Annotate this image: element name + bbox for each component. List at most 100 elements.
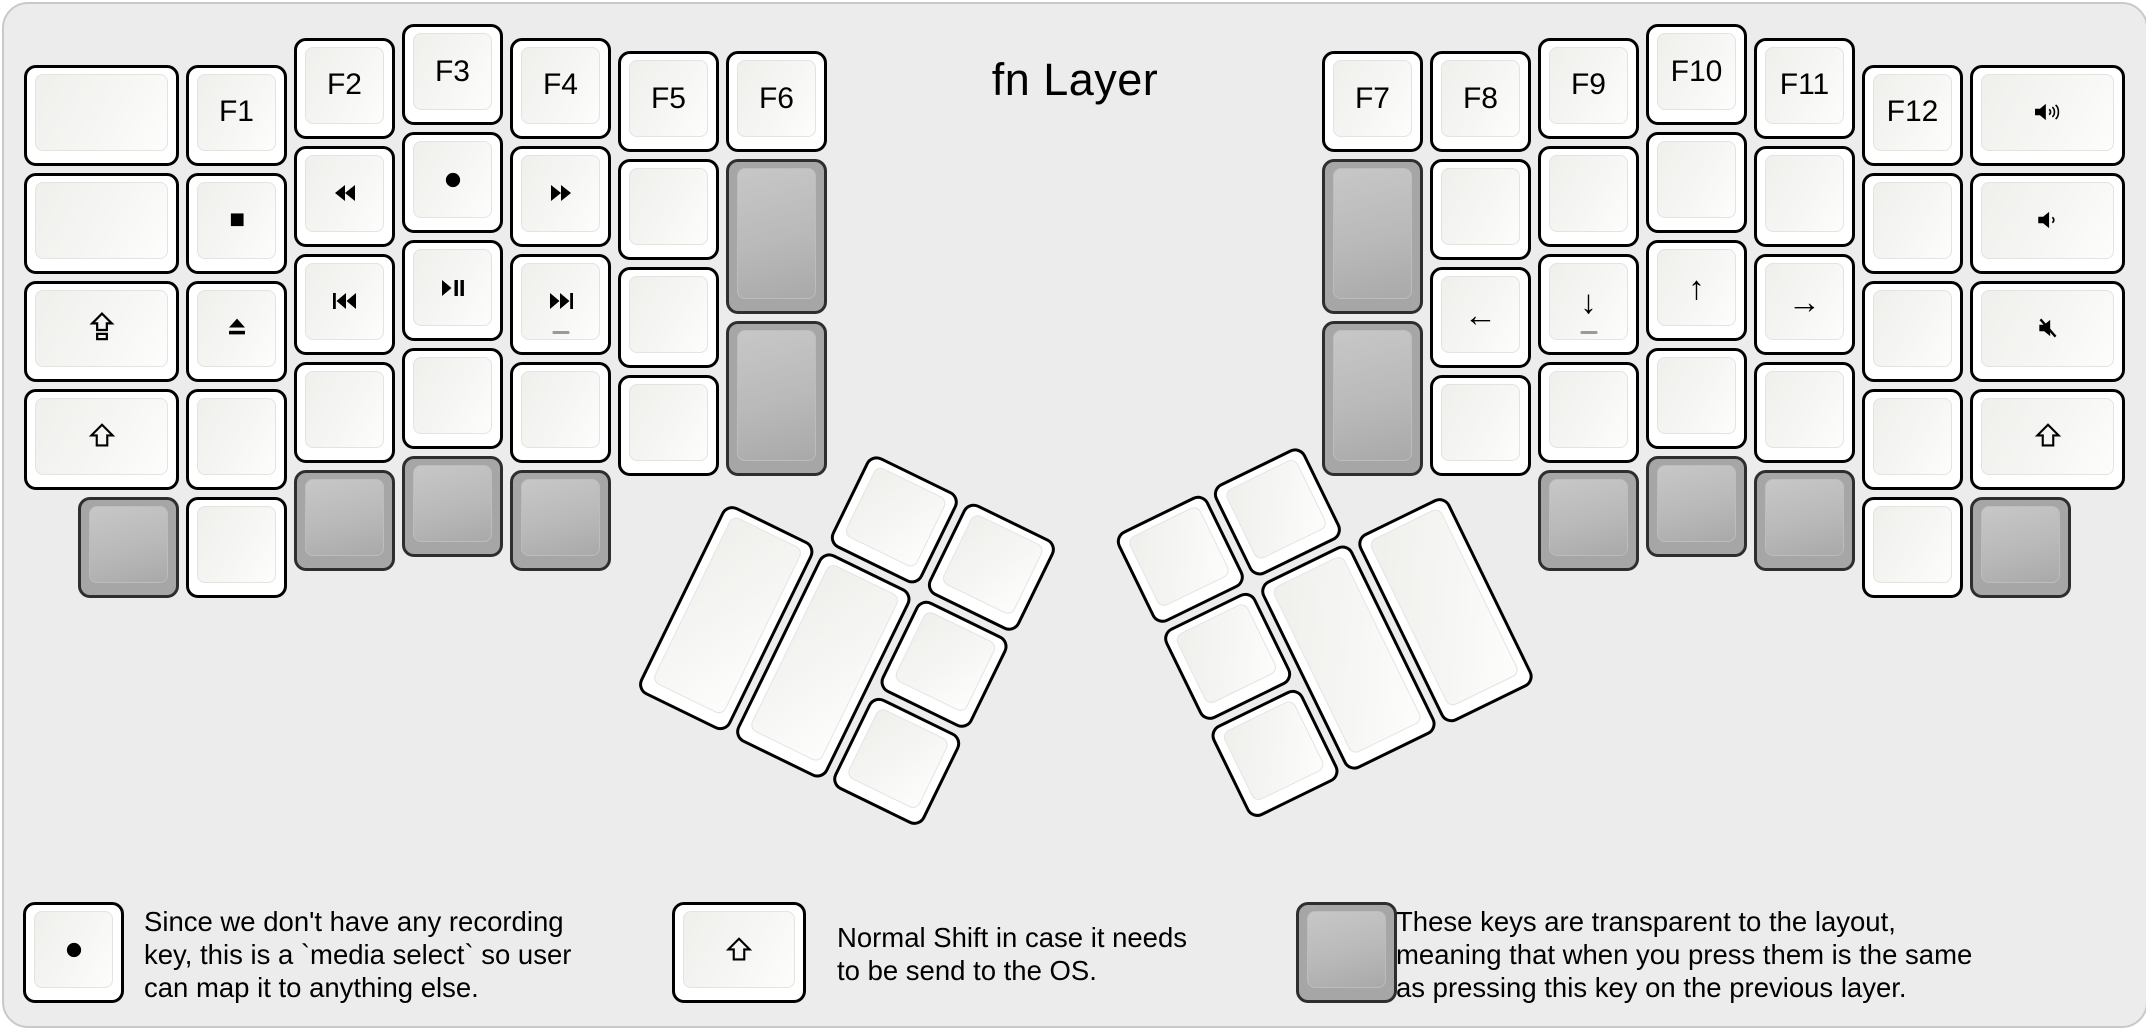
- keycap-surface: [35, 73, 168, 151]
- key-blank[interactable]: [1754, 361, 1855, 463]
- key-fast-forward[interactable]: [510, 145, 611, 247]
- key-f2[interactable]: F2: [294, 37, 395, 139]
- key-f12[interactable]: F12: [1862, 64, 1963, 166]
- key-transparent[interactable]: [1970, 496, 2071, 598]
- keycap-surface: F12: [1873, 73, 1952, 151]
- key-blank[interactable]: [294, 361, 395, 463]
- key-transparent[interactable]: [402, 456, 503, 557]
- keycap-surface: [521, 262, 600, 340]
- key-transparent[interactable]: [510, 469, 611, 571]
- legend-key-record[interactable]: [23, 902, 124, 1003]
- key-f10[interactable]: F10: [1646, 24, 1747, 125]
- key-blank[interactable]: [510, 361, 611, 463]
- key-f8[interactable]: F8: [1430, 51, 1531, 152]
- key-blank[interactable]: [1430, 375, 1531, 476]
- legend-item-record-text: Since we don't have any recording key, t…: [144, 905, 572, 1003]
- keycap-surface: F4: [521, 46, 600, 124]
- keycap-surface: [843, 465, 949, 570]
- key-blank[interactable]: [1538, 361, 1639, 463]
- key-label: F2: [326, 68, 362, 101]
- key-transparent[interactable]: [1322, 321, 1423, 476]
- key-transparent[interactable]: [1322, 159, 1423, 314]
- key-prev-track[interactable]: [294, 253, 395, 355]
- rewind-icon: [329, 181, 361, 205]
- key-blank[interactable]: [1862, 496, 1963, 598]
- key-f6[interactable]: F6: [726, 51, 827, 152]
- key-transparent[interactable]: [1646, 456, 1747, 557]
- key-blank[interactable]: [186, 388, 287, 490]
- key-label: F5: [650, 81, 686, 115]
- key-blank[interactable]: [1862, 280, 1963, 382]
- key-blank[interactable]: [1646, 132, 1747, 233]
- key-arrow-down[interactable]: ↓: [1538, 253, 1639, 355]
- key-blank[interactable]: [618, 267, 719, 368]
- keycap-surface: F2: [305, 46, 384, 124]
- key-blank[interactable]: [618, 375, 719, 476]
- key-blank[interactable]: [24, 172, 179, 274]
- prev-track-icon: [329, 289, 361, 313]
- record-icon: [438, 168, 468, 192]
- key-blank[interactable]: [1538, 145, 1639, 247]
- key-blank[interactable]: [186, 496, 287, 598]
- key-blank[interactable]: [402, 348, 503, 449]
- key-blank[interactable]: [1862, 172, 1963, 274]
- key-blank[interactable]: [1754, 145, 1855, 247]
- key-f5[interactable]: F5: [618, 51, 719, 152]
- key-blank[interactable]: [1862, 388, 1963, 490]
- keycap-surface: [35, 181, 168, 259]
- key-blank[interactable]: [24, 64, 179, 166]
- keycap-surface: [521, 478, 600, 556]
- arrow-right-icon: →: [1788, 282, 1821, 320]
- key-record[interactable]: [402, 132, 503, 233]
- keycap-surface: [1173, 601, 1279, 706]
- keycap-surface: [197, 181, 276, 259]
- key-next-track[interactable]: [510, 253, 611, 355]
- mute-icon: [2029, 315, 2067, 341]
- key-blank[interactable]: [1646, 348, 1747, 449]
- keycap-surface: [35, 397, 168, 475]
- key-blank[interactable]: [618, 159, 719, 260]
- keycap-surface: F9: [1549, 46, 1628, 124]
- keycap-surface: [197, 505, 276, 583]
- key-stop[interactable]: [186, 172, 287, 274]
- key-shift[interactable]: [24, 388, 179, 490]
- keycap-surface: [35, 289, 168, 367]
- key-f3[interactable]: F3: [402, 24, 503, 125]
- key-transparent[interactable]: [726, 159, 827, 314]
- keycap-surface: F8: [1441, 60, 1520, 137]
- key-f4[interactable]: F4: [510, 37, 611, 139]
- key-mute[interactable]: [1970, 280, 2125, 382]
- shift-icon: [2032, 421, 2064, 451]
- key-transparent[interactable]: [294, 469, 395, 571]
- key-transparent[interactable]: [78, 496, 179, 598]
- key-f7[interactable]: F7: [1322, 51, 1423, 152]
- key-arrow-up[interactable]: ↑: [1646, 240, 1747, 341]
- key-caps-lock[interactable]: [24, 280, 179, 382]
- key-f1[interactable]: F1: [186, 64, 287, 166]
- keycap-surface: [1765, 370, 1844, 448]
- key-shift[interactable]: [1970, 388, 2125, 490]
- key-arrow-right[interactable]: →: [1754, 253, 1855, 355]
- key-volume-down[interactable]: [1970, 172, 2125, 274]
- key-volume-up[interactable]: [1970, 64, 2125, 166]
- keycap-surface: [1981, 181, 2114, 259]
- arrow-left-icon: ←: [1464, 296, 1497, 333]
- keycap-surface: [34, 911, 113, 988]
- key-arrow-left[interactable]: ←: [1430, 267, 1531, 368]
- key-transparent[interactable]: [1538, 469, 1639, 571]
- homing-bar: [1580, 330, 1597, 334]
- key-play-pause[interactable]: [402, 240, 503, 341]
- key-transparent[interactable]: [726, 321, 827, 476]
- legend-key-transparent[interactable]: [1296, 902, 1397, 1003]
- keycap-surface: [1657, 465, 1736, 542]
- key-f9[interactable]: F9: [1538, 37, 1639, 139]
- key-eject[interactable]: [186, 280, 287, 382]
- key-f11[interactable]: F11: [1754, 37, 1855, 139]
- key-blank[interactable]: [1430, 159, 1531, 260]
- key-transparent[interactable]: [1754, 469, 1855, 571]
- keycap-surface: F10: [1657, 33, 1736, 110]
- keycap-surface: [1765, 154, 1844, 232]
- keycap-surface: [305, 262, 384, 340]
- key-rewind[interactable]: [294, 145, 395, 247]
- legend-key-shift[interactable]: [672, 902, 806, 1003]
